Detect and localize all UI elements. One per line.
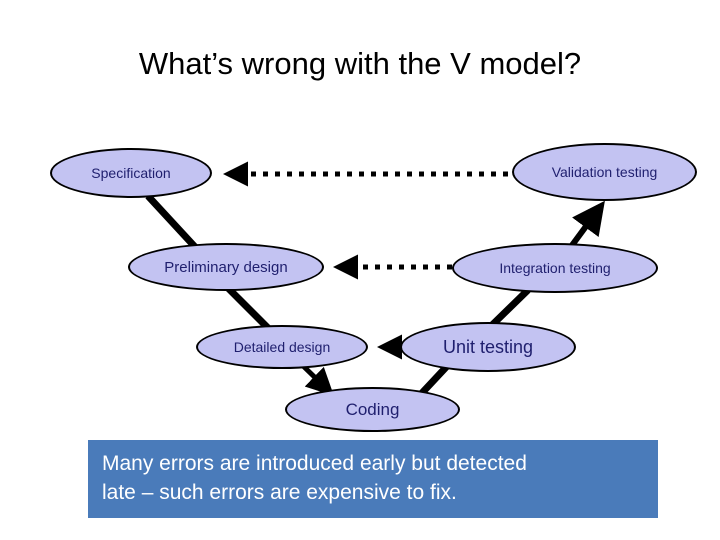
- node-detailed-design[interactable]: Detailed design: [196, 325, 368, 369]
- connector-spec-to-preliminary: [145, 193, 199, 251]
- node-coding[interactable]: Coding: [285, 387, 460, 432]
- node-preliminary-design[interactable]: Preliminary design: [128, 243, 324, 291]
- caption-line-2: late – such errors are expensive to fix.: [102, 481, 457, 504]
- node-validation-testing[interactable]: Validation testing: [512, 143, 697, 201]
- node-unit-testing[interactable]: Unit testing: [400, 322, 576, 372]
- node-integration-testing[interactable]: Integration testing: [452, 243, 658, 293]
- connector-integration-to-validation: [567, 200, 605, 250]
- caption-banner: Many errors are introduced early but det…: [88, 440, 658, 518]
- page-title: What’s wrong with the V model?: [138, 46, 582, 81]
- caption-line-1: Many errors are introduced early but det…: [102, 452, 527, 475]
- node-specification[interactable]: Specification: [50, 148, 212, 198]
